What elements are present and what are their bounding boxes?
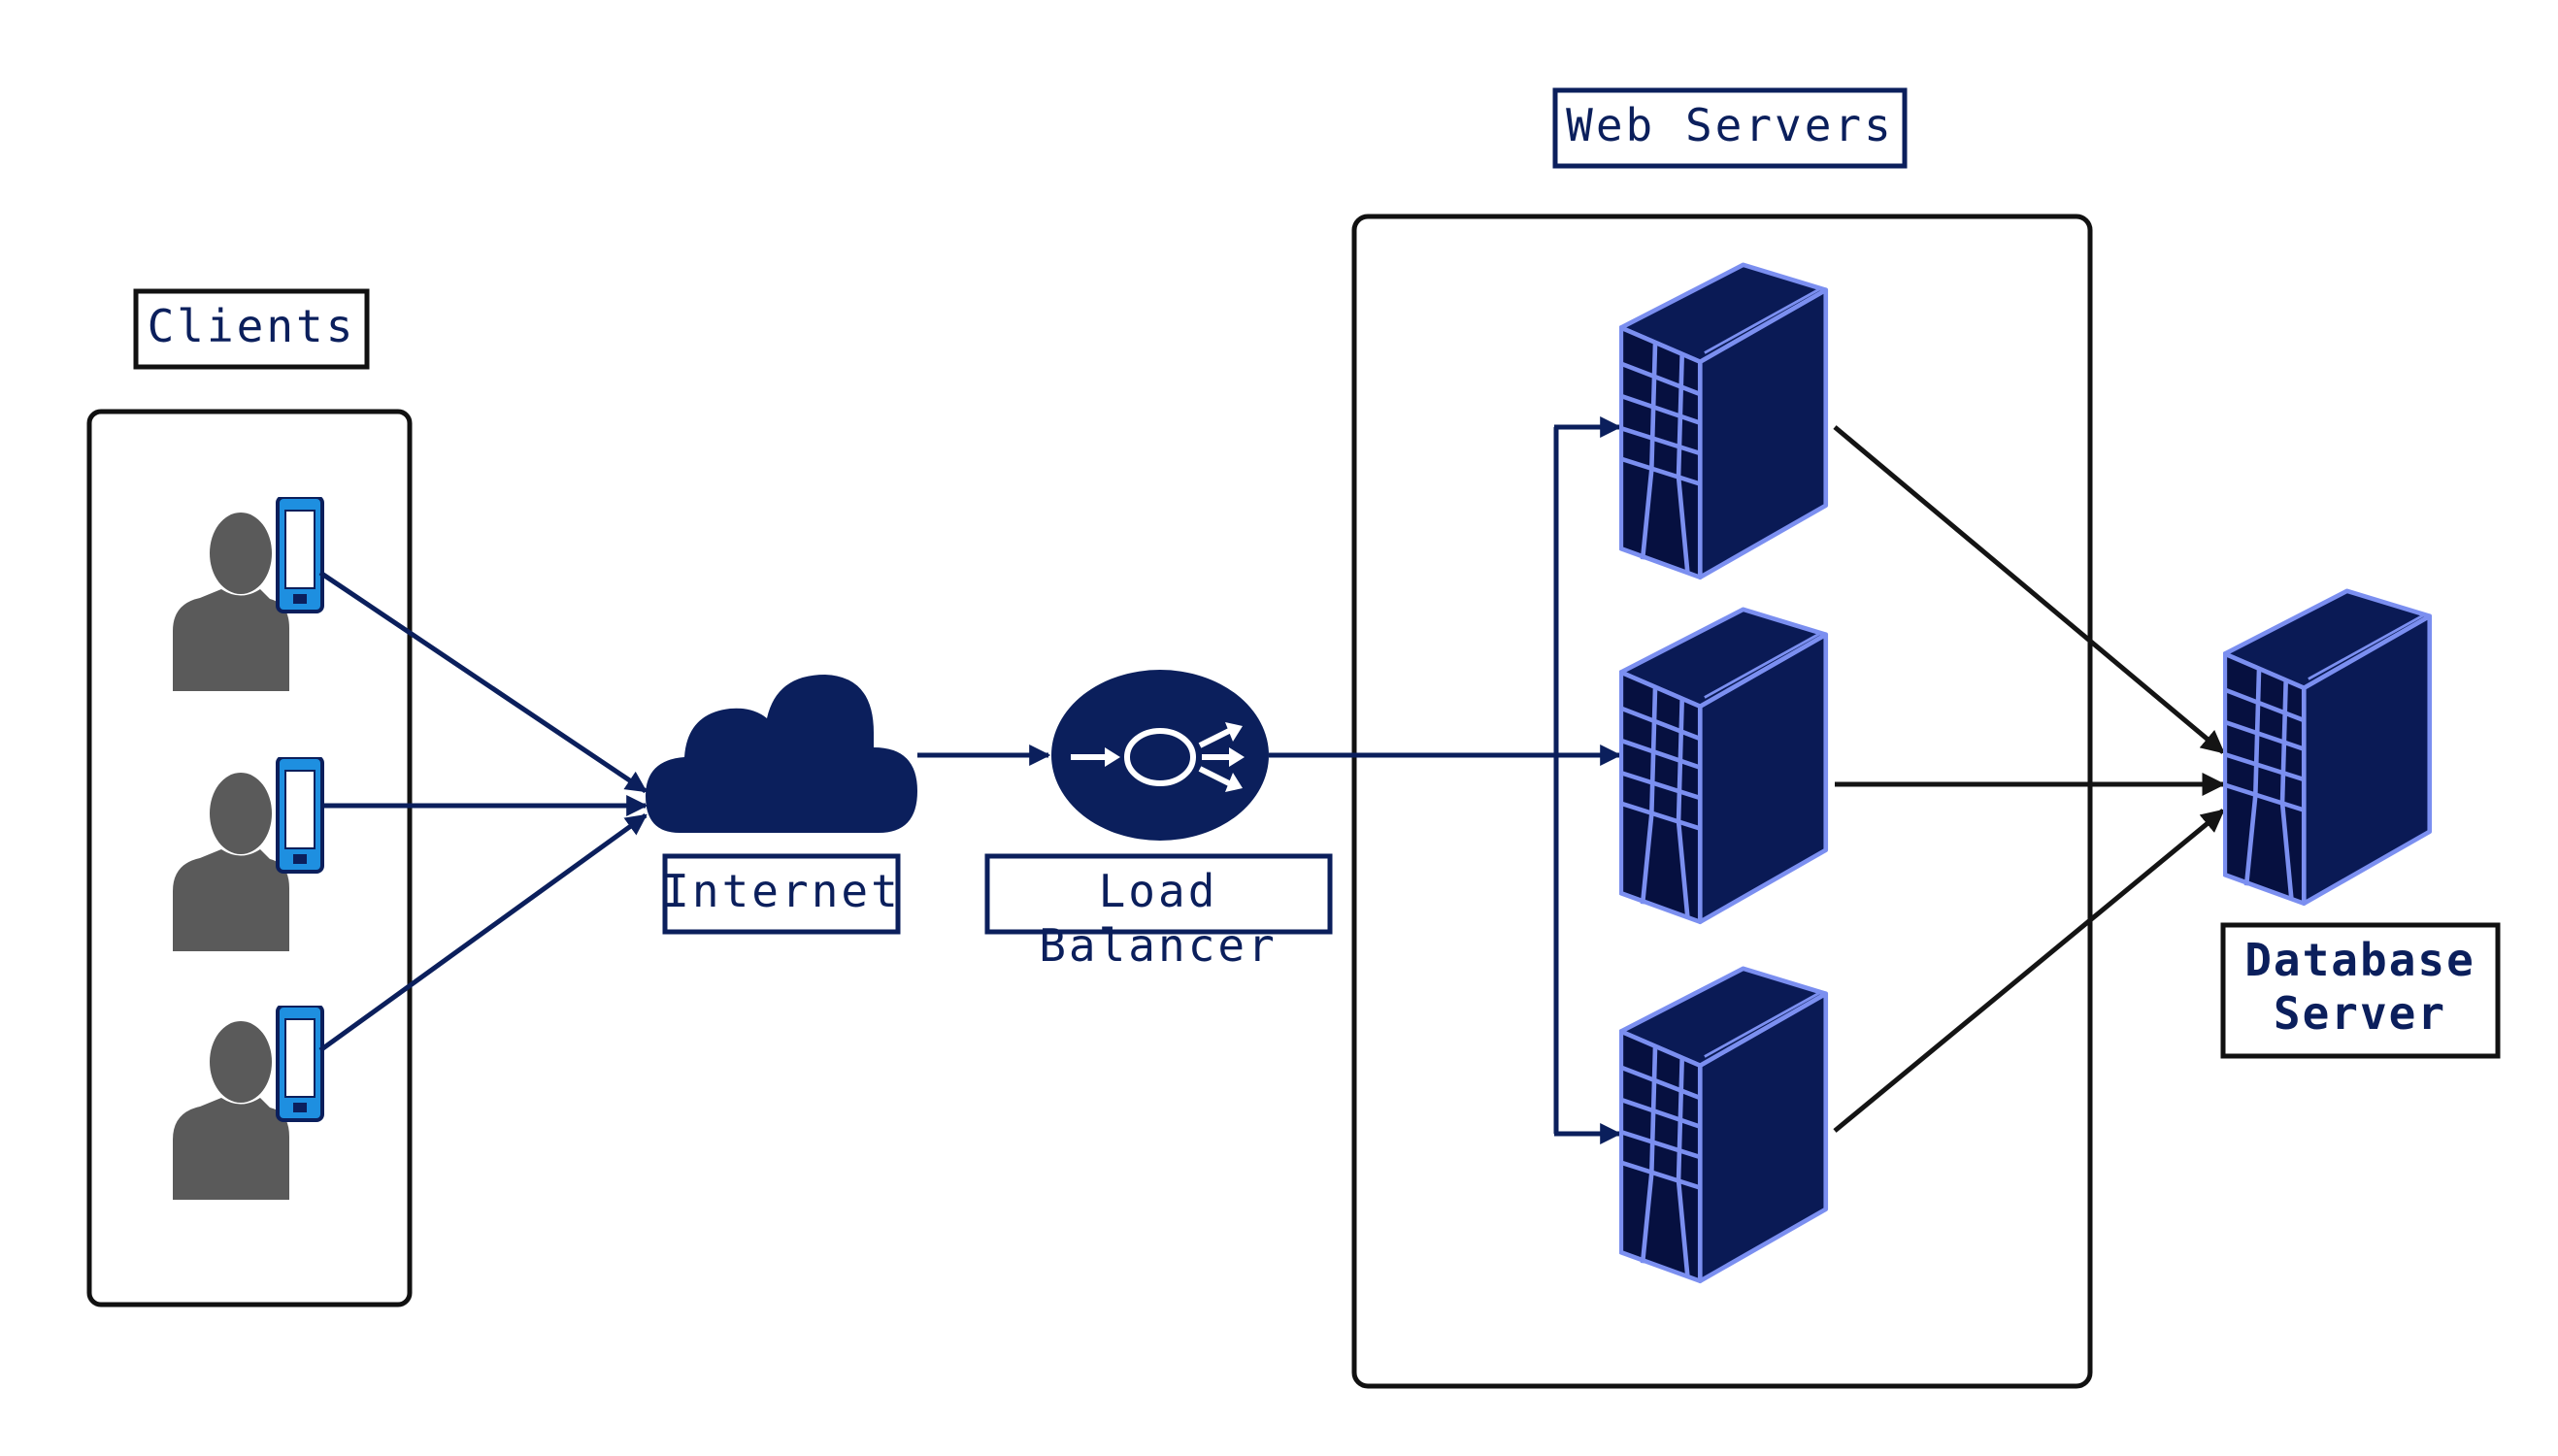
arrow-client3-internet [318,812,648,1053]
web-server-3-icon [1621,969,1826,1281]
database-label-line2: Server [2274,987,2446,1040]
client-3-icon [173,1006,324,1200]
load-balancer-label-line2: Balancer [1039,919,1278,972]
internet-label: Internet [662,865,901,917]
web-server-1-icon [1621,265,1826,578]
arrow-server1-database [1833,425,2225,754]
arrow-client1-internet [318,570,648,794]
database-label-line1: Database [2244,934,2475,986]
load-balancer-label-box [984,853,1333,935]
clients-group-box [86,409,413,1307]
client-2-icon [173,757,324,951]
arrow-server3-database [1833,809,2225,1133]
load-balancer-label-line1: Load [1099,865,1218,917]
database-server-icon [2225,591,2430,904]
cloud-icon [646,675,917,833]
web-servers-label: Web Servers [1566,99,1894,151]
clients-label: Clients [148,300,356,352]
database-label-box [2220,922,2501,1059]
web-servers-label-box [1552,87,1908,169]
web-server-2-icon [1621,610,1826,922]
client-1-icon [173,497,324,691]
internet-label-box [662,853,901,935]
clients-label-box [133,288,370,370]
load-balancer-icon [1051,670,1269,841]
web-servers-group-box [1351,214,2093,1389]
